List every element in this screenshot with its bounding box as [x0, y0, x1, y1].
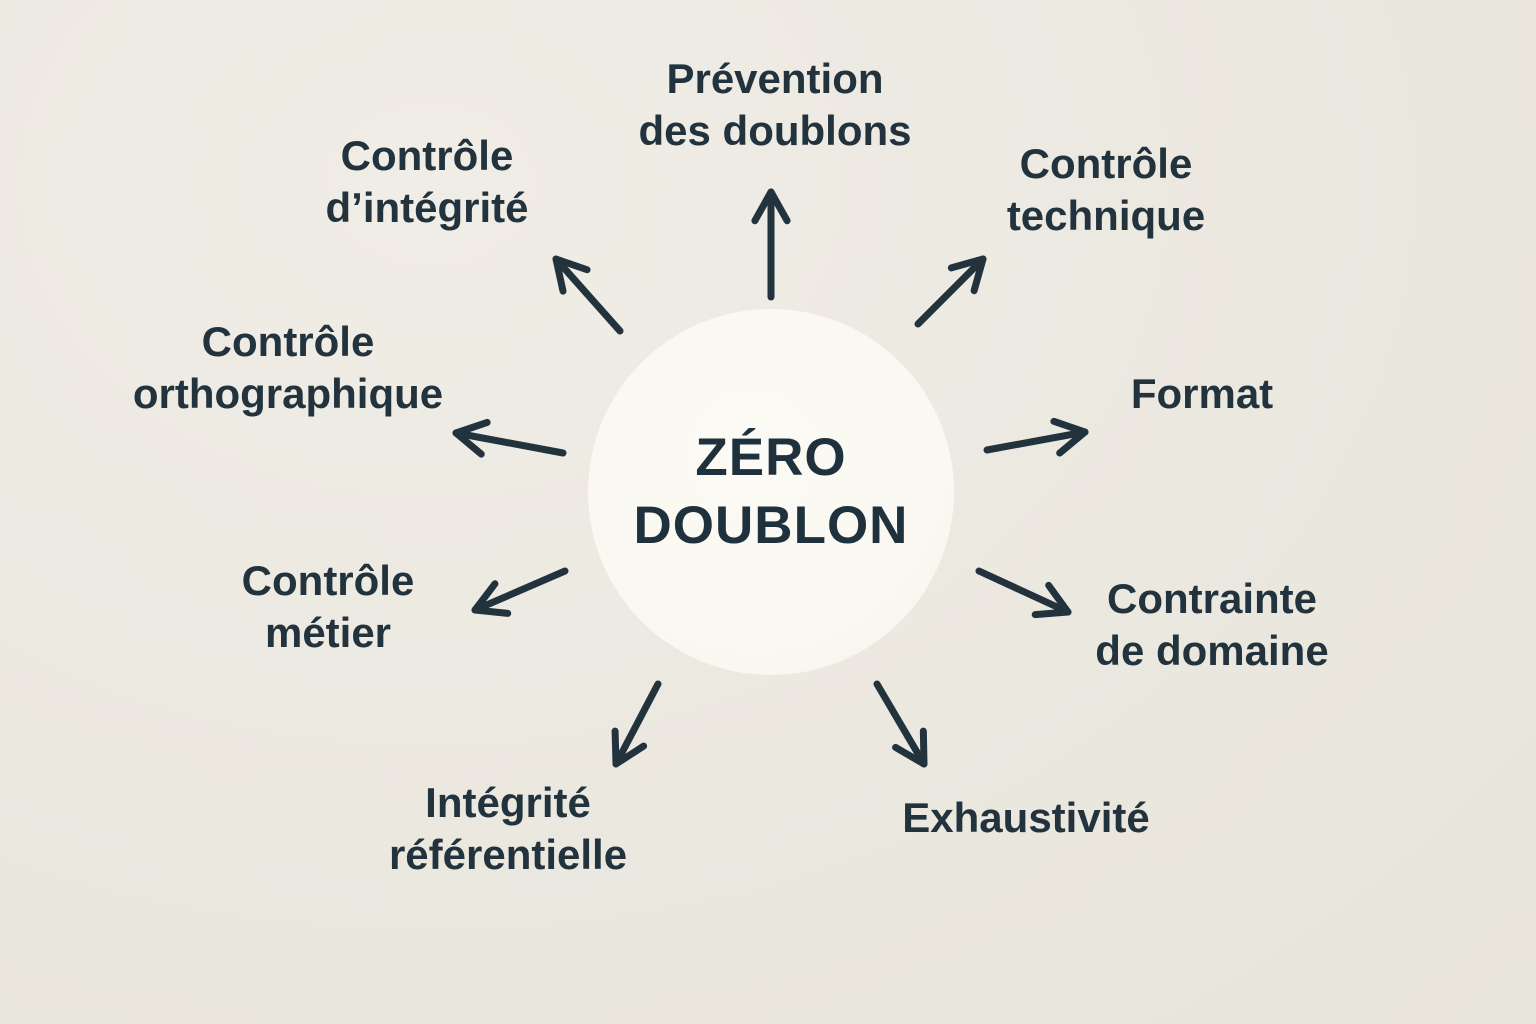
label-integrite-referentielle: Intégrité référentielle [388, 778, 628, 878]
label-controle-metier: Contrôle métier [241, 556, 415, 656]
center-title: ZÉRO DOUBLON [633, 428, 909, 555]
label-prevention-doublons: Prévention des doublons [638, 54, 912, 154]
label-exhaustivite: Exhaustivité [902, 793, 1150, 841]
arrow-contrainte-domaine [975, 567, 1072, 619]
center-circle: ZÉRO DOUBLON [588, 309, 954, 675]
arrow-controle-technique [914, 255, 987, 328]
label-format: Format [1130, 369, 1274, 417]
arrow-controle-metier [471, 567, 569, 617]
arrow-exhaustivite [873, 680, 928, 768]
arrow-controle-integrite [552, 255, 624, 335]
arrow-controle-orthographique [452, 418, 567, 458]
label-controle-integrite: Contrôle d’intégrité [325, 131, 529, 231]
arrow-integrite-referentielle [611, 680, 662, 768]
label-controle-orthographique: Contrôle orthographique [132, 317, 444, 417]
label-controle-technique: Contrôle technique [1006, 139, 1206, 239]
label-contrainte-domaine: Contrainte de domaine [1095, 574, 1329, 674]
arrow-format [983, 417, 1089, 457]
